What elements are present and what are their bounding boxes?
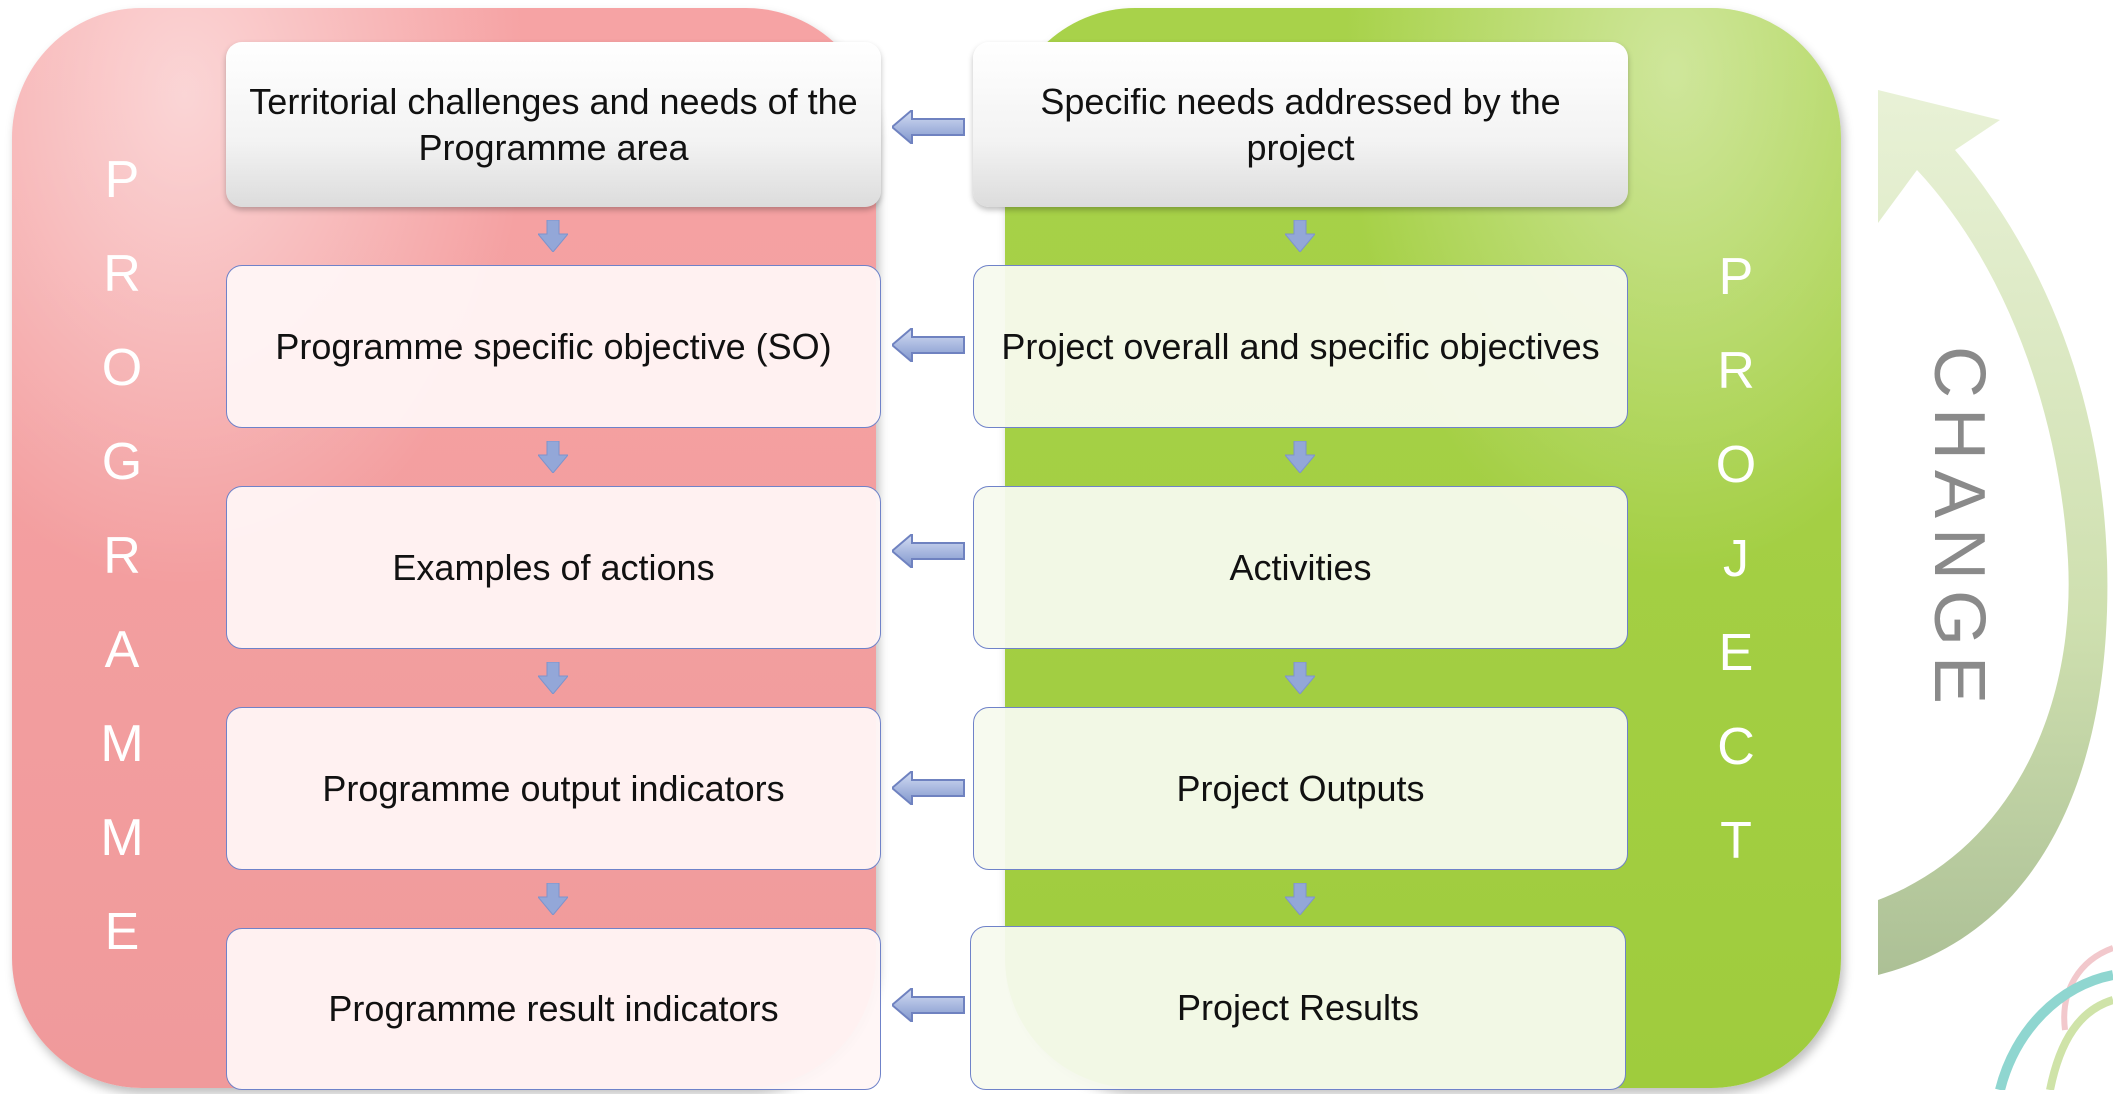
programme-letter: M bbox=[100, 715, 144, 773]
programme-box-territorial-challenges: Territorial challenges and needs of the … bbox=[226, 42, 881, 207]
project-letter: C bbox=[1717, 718, 1755, 776]
project-box-outputs: Project Outputs bbox=[973, 707, 1628, 870]
project-box-specific-needs: Specific needs addressed by the project bbox=[973, 42, 1628, 207]
down-arrow-icon bbox=[538, 441, 568, 473]
programme-letter: G bbox=[101, 433, 143, 491]
project-letter: E bbox=[1718, 624, 1754, 682]
project-box-objectives: Project overall and specific objectives bbox=[973, 265, 1628, 428]
project-box-results: Project Results bbox=[970, 926, 1626, 1090]
programme-box-specific-objective: Programme specific objective (SO) bbox=[226, 265, 881, 428]
programme-box-examples-of-actions: Examples of actions bbox=[226, 486, 881, 649]
project-box-activities: Activities bbox=[973, 486, 1628, 649]
corner-decoration-icon bbox=[1970, 930, 2113, 1094]
programme-vertical-label: P R O G R A M M E bbox=[82, 133, 162, 979]
programme-box-output-indicators: Programme output indicators bbox=[226, 707, 881, 870]
project-letter: T bbox=[1720, 812, 1752, 870]
programme-letter: R bbox=[103, 245, 141, 303]
project-vertical-label: P R O J E C T bbox=[1696, 230, 1776, 888]
programme-letter: E bbox=[104, 903, 140, 961]
down-arrow-icon bbox=[1285, 220, 1315, 252]
project-letter: O bbox=[1715, 436, 1757, 494]
down-arrow-icon bbox=[1285, 662, 1315, 694]
programme-box-result-indicators: Programme result indicators bbox=[226, 928, 881, 1090]
programme-letter: P bbox=[104, 151, 140, 209]
project-letter: J bbox=[1723, 530, 1749, 588]
left-arrow-icon bbox=[892, 110, 966, 144]
left-arrow-icon bbox=[892, 771, 966, 805]
left-arrow-icon bbox=[892, 988, 966, 1022]
programme-letter: A bbox=[104, 621, 140, 679]
change-curved-arrow-icon bbox=[1860, 90, 2113, 994]
down-arrow-icon bbox=[538, 883, 568, 915]
project-letter: P bbox=[1718, 248, 1754, 306]
down-arrow-icon bbox=[538, 220, 568, 252]
programme-letter: R bbox=[103, 527, 141, 585]
left-arrow-icon bbox=[892, 328, 966, 362]
project-letter: R bbox=[1717, 342, 1755, 400]
change-label: CHANGE bbox=[1919, 345, 1999, 715]
down-arrow-icon bbox=[1285, 883, 1315, 915]
left-arrow-icon bbox=[892, 534, 966, 568]
programme-letter: O bbox=[101, 339, 143, 397]
programme-letter: M bbox=[100, 809, 144, 867]
down-arrow-icon bbox=[1285, 441, 1315, 473]
down-arrow-icon bbox=[538, 662, 568, 694]
